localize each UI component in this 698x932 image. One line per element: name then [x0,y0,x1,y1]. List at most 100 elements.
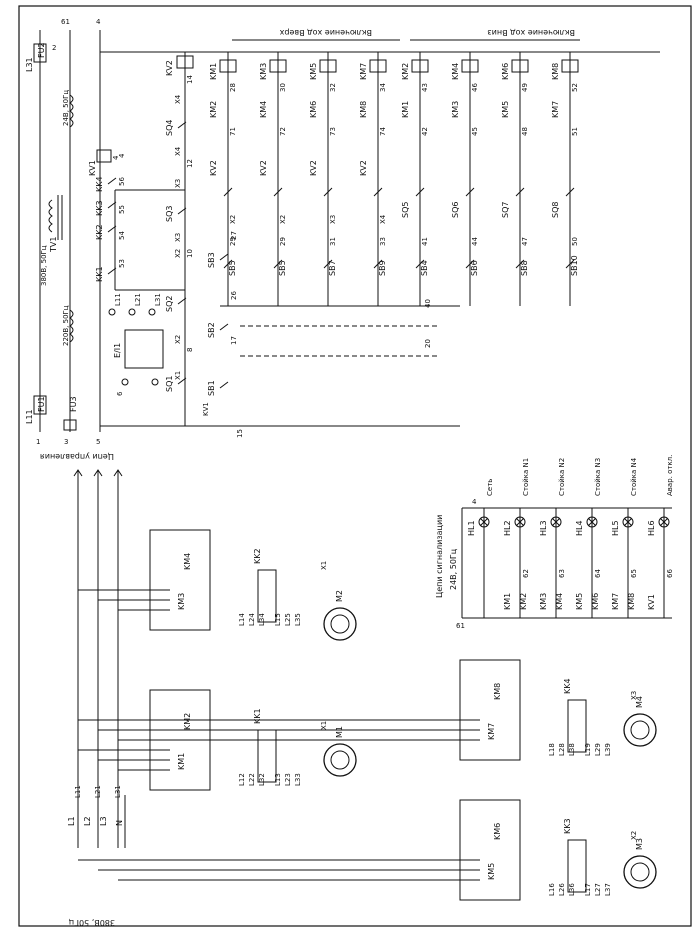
label-contact-sb3: SB3 [207,252,216,268]
label-l11: L11 [25,409,34,424]
label-wire-32: 32 [329,83,337,92]
label-kv1-contact: KV1 [202,402,210,416]
label-wire-l28: L28 [558,743,566,756]
label-wire-l13: L13 [274,773,282,786]
label-overload-kk2: KK2 [253,548,262,564]
label-lamp-wire-64: 64 [594,569,602,578]
label-lamp-desc-hl6: Авар. откл. [666,455,674,496]
label-wire-l12: L12 [238,773,246,786]
label-interlock-km7: KM7 [551,101,560,118]
label-strip: X3 [174,233,182,242]
label-limit-sq6: SQ6 [451,202,460,218]
label-coil-km4: KM4 [451,63,460,80]
label-button-sb10: SB10 [570,255,579,276]
label-strip: X4 [174,94,182,104]
button-symbol [515,259,525,269]
button-symbol [373,259,383,269]
label-wire-43: 43 [421,83,429,92]
label-wire-53: 53 [118,259,126,268]
label-strip: X1 [174,371,182,380]
label-contact-sb1: SB1 [207,380,216,396]
label-bus-l21: L21 [94,785,102,798]
label-wire-30: 30 [279,83,287,92]
power-labels: Цепи управления 380В, 50Гц [40,452,115,927]
label-lamp-desc-hl2: Стойка N1 [522,458,530,496]
label-coil-kv1: KV1 [88,160,97,176]
label-wire-49: 49 [521,83,529,92]
label-contactor-km5: KM5 [487,863,496,880]
label-lamp-contact-km7: KM7 [611,593,620,610]
label-terminal-x2: X2 [630,831,638,840]
label-lamp-desc-hl3: Стойка N2 [558,458,566,496]
fuse-fu1 [33,395,47,415]
label-bus-l31: L31 [114,785,122,798]
header-up: Включение ход Вверх [279,28,372,37]
overload-kk2 [257,569,277,623]
label-phase-monitor: E/I1 [113,343,122,358]
label-node-61: 61 [61,18,70,26]
label-lamp-contact-kv1: KV1 [647,594,656,610]
label-wire-48: 48 [521,127,529,136]
label-wire-17: 17 [230,336,238,345]
label-coil-km8: KM8 [551,63,560,80]
coil-km3 [269,59,287,73]
label-power-supply: 380В, 50Гц [68,918,115,927]
label-wire-50: 50 [571,237,579,246]
label-interlock-km2: KM2 [209,101,218,118]
label-button-sb6: SB6 [470,260,479,276]
label-contact-kk2: KK2 [95,224,104,240]
label-limit-sq7: SQ7 [501,202,510,218]
label-tv1: TV1 [49,237,58,253]
label-monitor-l31: L31 [154,293,162,306]
phase-monitor [124,329,164,369]
coil-km6 [511,59,529,73]
label-limit-sq8: SQ8 [551,202,560,218]
label-button-sb9: SB9 [378,260,387,276]
label-lamp-hl2: HL2 [503,520,512,536]
button-symbol [465,259,475,269]
label-wire-52: 52 [571,83,579,92]
contact-symbol [323,187,333,197]
label-wire-71: 71 [229,127,237,136]
label-strip-x3: X3 [329,215,337,224]
contact-kk1 [107,267,117,275]
label-interlock-km8: KM8 [359,101,368,118]
motor-m3 [623,855,657,889]
label-phase-n: N [115,820,124,826]
label-wire-l17: L17 [584,883,592,896]
label-strip: X4 [174,146,182,156]
label-wire-74: 74 [379,127,387,136]
label-contact-sq4: SQ4 [165,120,174,136]
drawing-frame [18,5,692,927]
signal-supply: 24В, 50Гц [449,548,458,590]
label-sec-24: 24В, 50Гц [62,90,70,126]
signal-labels: Цепи сигнализации 24В, 50Гц 4 61 [435,498,477,630]
button-symbol [565,259,575,269]
label-strip: X2 [174,335,182,344]
label-wire-l38: L38 [568,743,576,756]
label-motor-m3: M3 [635,838,644,850]
label-button-sb4: SB4 [420,260,429,276]
label-node-4: 4 [96,18,101,26]
lamp-hl3 [550,516,562,528]
label-button-sb5: SB5 [278,260,287,276]
label-coil-km3: KM3 [259,63,268,80]
label-wire-l27: L27 [594,883,602,896]
label-wire-34: 34 [379,83,387,92]
contact-sq3 [177,207,187,215]
label-contact-sb2: SB2 [207,322,216,338]
label-wire-l26: L26 [558,883,566,896]
label-terminal-x1: X1 [320,721,328,730]
label-lamp-hl4: HL4 [575,520,584,536]
label-lamp-desc-hl1: Сеть [486,479,494,496]
label-wire-4: 4 [118,153,126,158]
label-wire-l37: L37 [604,883,612,896]
label-strip: X3 [174,179,182,188]
label-contact-kk4: KK4 [95,176,104,192]
label-lamp-wire-66: 66 [666,569,674,578]
label-lamp-contact-km5: KM5 [575,593,584,610]
